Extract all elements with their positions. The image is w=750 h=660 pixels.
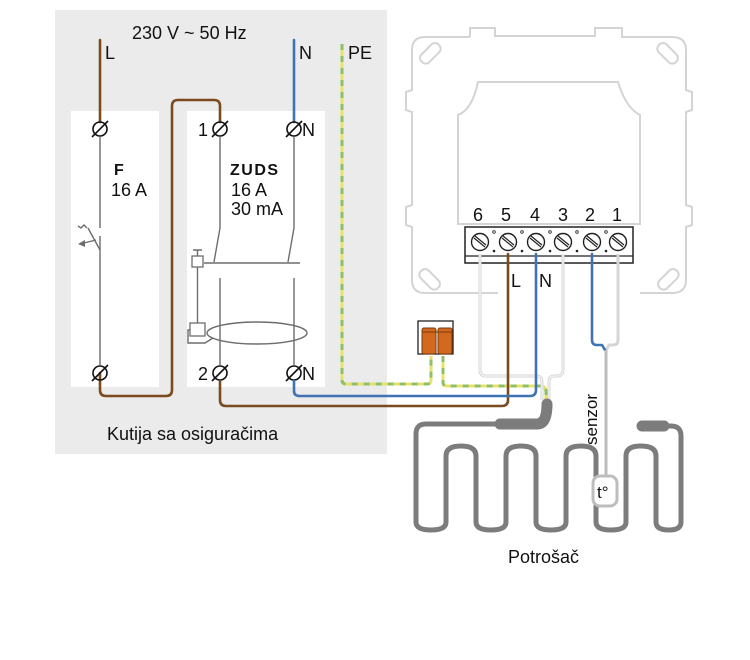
terminal-l-label: L (511, 271, 521, 291)
rcd-terminal-n-in (285, 120, 303, 138)
thermostat-terminal-numbers: 6 5 4 3 2 1 (473, 205, 622, 225)
supply-label: 230 V ~ 50 Hz (132, 23, 247, 43)
breaker-switch-symbol (77, 224, 101, 251)
rcd-terminal-1-label: 1 (198, 120, 208, 140)
sensor-label: senzor (582, 394, 601, 445)
rcd-current-transformer (206, 321, 308, 345)
terminal-n-label: N (539, 271, 552, 291)
rcd-module (187, 111, 325, 387)
rcd-name: ZUDS (230, 162, 280, 179)
terminal-number-6: 6 (473, 205, 483, 225)
terminal-screw-2 (582, 232, 602, 252)
fuse-box-label: Kutija sa osiguračima (107, 424, 279, 444)
thermostat-wire-2 (590, 252, 607, 352)
line-label: L (105, 43, 115, 63)
terminal-screw-4 (526, 232, 546, 252)
breaker-name: F (114, 162, 125, 179)
terminal-screw-3 (553, 232, 573, 252)
neutral-wire-to-thermostat (292, 252, 538, 398)
terminal-number-2: 2 (585, 205, 595, 225)
thermostat-wire-1 (604, 254, 620, 351)
breaker-terminal-bottom (91, 364, 109, 382)
terminal-screw-6 (470, 232, 490, 252)
pe-wire-out (441, 356, 548, 406)
pe-label: PE (348, 43, 372, 63)
pe-connector (417, 320, 454, 355)
load-label: Potrošač (508, 547, 579, 567)
line-wire-to-thermostat (218, 252, 510, 408)
terminal-number-4: 4 (530, 205, 540, 225)
rcd-contacts (213, 137, 295, 263)
breaker-terminal-top (91, 120, 109, 138)
rcd-rating: 16 A (231, 180, 267, 200)
heating-cable (413, 403, 684, 533)
rcd-test-button (191, 255, 204, 268)
neutral-label: N (299, 43, 312, 63)
cable-sleeve-start (494, 398, 553, 430)
temperature-sensor (591, 474, 619, 508)
rcd-sensitivity: 30 mA (231, 199, 283, 219)
terminal-number-5: 5 (501, 205, 511, 225)
rcd-terminal-n-in-label: N (302, 120, 315, 140)
rcd-output-lines (219, 278, 295, 365)
rcd-trip-coil (189, 322, 206, 337)
terminal-screw-5 (498, 232, 518, 252)
terminal-screw-1 (608, 232, 628, 252)
sensor-symbol: t° (597, 483, 609, 502)
rcd-terminal-2-label: 2 (198, 364, 208, 384)
breaker-to-rcd-jumper (98, 98, 222, 398)
breaker-arrow-icon (78, 240, 85, 247)
terminal-number-3: 3 (558, 205, 568, 225)
thermostat-frame (405, 27, 693, 294)
breaker-rating: 16 A (111, 180, 147, 200)
terminal-number-1: 1 (612, 205, 622, 225)
breaker-module (71, 111, 159, 387)
terminal-screws (470, 230, 628, 253)
rcd-terminal-n-out-label: N (302, 364, 315, 384)
rcd-terminal-1 (211, 120, 229, 138)
